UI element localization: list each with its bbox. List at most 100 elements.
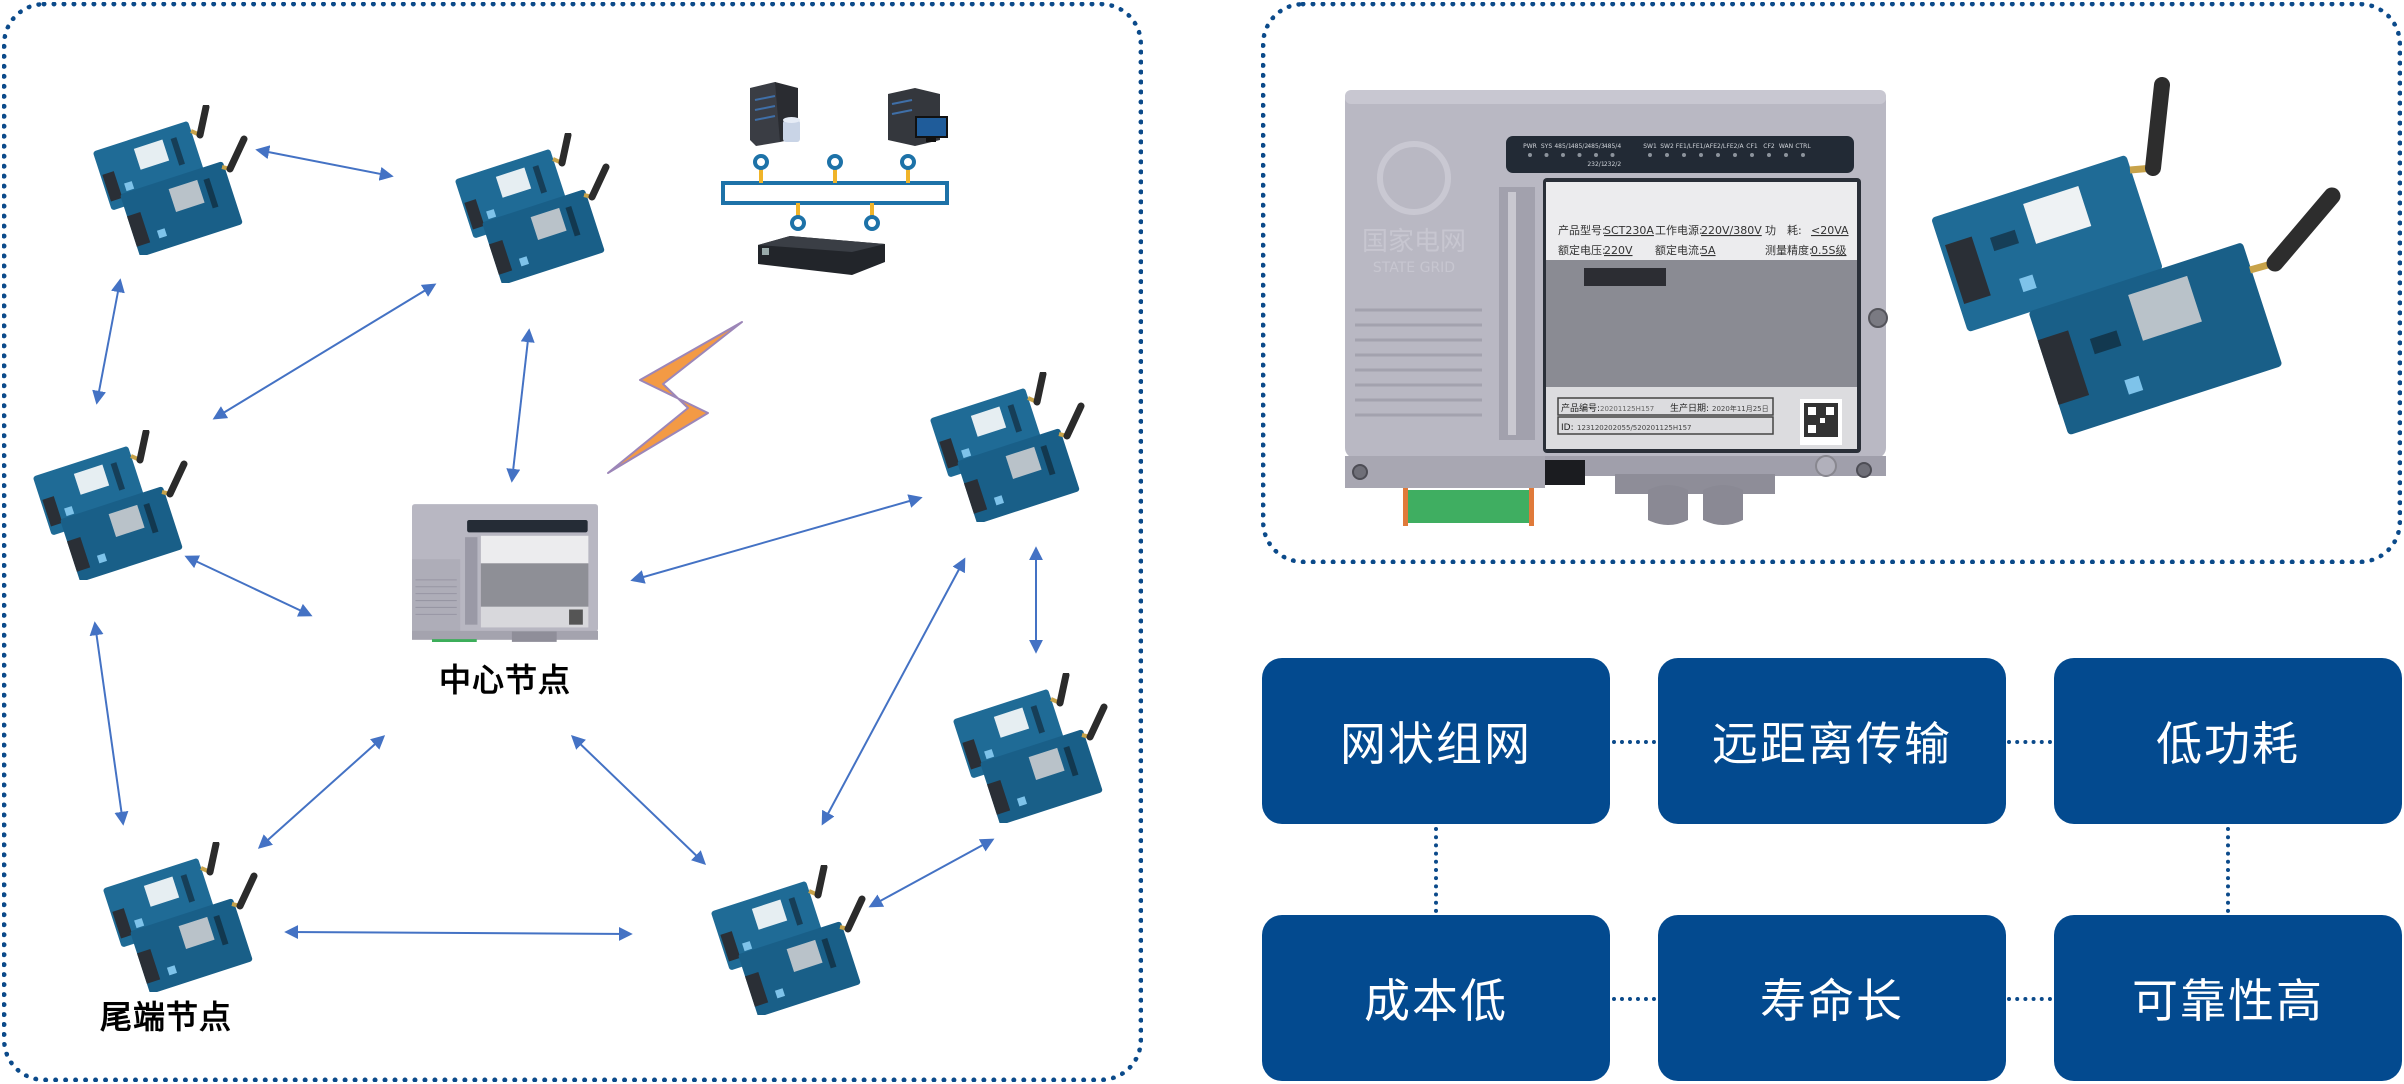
vent-grille [1355,308,1482,417]
led-sublabel: 232/1 [1587,161,1604,168]
database-server-icon [750,82,800,146]
glass-strip [1499,187,1535,440]
connector-4-5 [1612,997,1656,1001]
wireless-module-photo [1932,77,2341,435]
led-label: FE1/L [1676,143,1693,150]
led-label: 485/3 [1587,143,1604,150]
feature-long-lifespan[interactable]: 寿命长 [1658,915,2006,1081]
led-indicator-icon [1784,153,1788,157]
id-value: 123120202055/520201125H157 [1577,424,1692,432]
led-label: SYS [1541,143,1552,150]
spec-key: 测量精度: [1765,243,1813,257]
serial-value: 20201125H157 [1600,405,1654,413]
link-node-top-left-to-node-top-middle [255,145,394,181]
center-node-label: 中心节点 [438,661,572,699]
brand-logo-icon [1377,141,1451,215]
link-node-top-left-to-node-left-middle [92,278,125,405]
led-indicator-icon [1610,153,1615,157]
spec-key: 额定电压: [1558,243,1606,257]
led-label: FE2/A [1726,143,1744,150]
led-label: 485/2 [1571,143,1588,150]
connector-2-3 [2007,740,2052,744]
terminal-block [1403,488,1534,526]
brand-cn: 国家电网 [1362,227,1466,257]
feature-mesh-networking[interactable]: 网状组网 [1262,658,1610,824]
led-indicator-icon [1561,153,1565,157]
spec-key: 额定电流: [1655,243,1703,257]
lightning-link-icon [607,321,743,474]
feature-low-power[interactable]: 低功耗 [2054,658,2402,824]
gateway-box-icon [758,236,885,275]
feature-low-cost[interactable]: 成本低 [1262,915,1610,1081]
led-label: 485/1 [1554,143,1571,150]
led-indicator-icon [1665,153,1669,157]
din-rail-clip [1615,474,1775,525]
led-status-strip [1506,136,1854,173]
connector-3-6 [2226,827,2230,913]
led-indicator-icon [1767,153,1771,157]
brand-en: STATE GRID [1373,260,1455,276]
feature-high-reliability[interactable]: 可靠性高 [2054,915,2402,1081]
led-label: FE2/L [1710,143,1727,150]
led-label: CF2 [1763,143,1775,150]
link-node-top-middle-to-node-center [506,328,535,483]
link-node-left-middle-to-node-center [184,555,313,617]
led-indicator-icon [1544,153,1549,157]
date-label: 生产日期: [1670,402,1709,414]
led-indicator-icon [1801,153,1805,157]
led-indicator-icon [1733,153,1737,157]
spec-value: 5A [1701,244,1716,257]
link-node-right-middle-to-node-bottom-middle [868,838,995,908]
network-bus-icon [721,154,949,231]
led-label: FE1/A [1692,143,1710,150]
spec-label-panel [1546,182,1857,260]
link-node-bottom-left-to-node-bottom-middle [284,925,633,941]
spec-value: <20VA [1811,224,1849,237]
network-links [89,145,1043,941]
date-value: 2020年11月25日 [1712,404,1769,413]
device-photo-panel [1261,2,2402,564]
led-sublabel: 232/2 [1604,161,1621,168]
led-label: CTRL [1795,143,1811,150]
link-node-right-top-to-node-center [630,494,923,584]
qr-code-icon [1800,399,1842,445]
link-node-center-to-node-bottom-left [257,735,386,849]
spec-key: 产品型号: [1558,223,1606,237]
spec-value: 220V [1604,244,1633,257]
spec-key: 工作电源: [1655,223,1703,237]
feature-long-range-transmission[interactable]: 远距离传输 [1658,658,2006,824]
connector-5-6 [2007,997,2052,1001]
server-cluster [721,82,949,275]
led-label: SW1 [1643,143,1657,150]
led-indicator-icon [1648,153,1652,157]
link-node-top-middle-to-node-left-middle [212,283,437,420]
led-indicator-icon [1528,153,1532,157]
led-indicator-icon [1750,153,1754,157]
led-label: WAN [1779,143,1793,150]
spec-key: 功 耗: [1765,224,1802,237]
connector-1-2 [1612,740,1656,744]
spec-value: 220V/380V [1701,224,1762,237]
led-label: 485/4 [1604,143,1621,150]
led-indicator-icon [1716,153,1720,157]
link-node-right-top-to-node-bottom-middle [821,557,966,826]
monitor-server-icon [888,88,948,146]
spec-value: 0.5S级 [1811,244,1846,257]
led-label: SW2 [1660,143,1674,150]
link-node-center-to-node-bottom-middle [570,735,707,865]
tail-node-label: 尾端节点 [99,998,233,1036]
serial-label: 产品编号: [1561,402,1600,414]
led-label: CF1 [1746,143,1758,150]
led-indicator-icon [1682,153,1686,157]
spec-value: SCT230A [1604,224,1654,237]
link-node-left-middle-to-node-bottom-left [89,621,129,826]
led-label: PWR [1523,143,1537,150]
network-topology-panel [2,2,1143,1082]
led-indicator-icon [1699,153,1703,157]
id-label: ID: [1561,423,1574,433]
led-indicator-icon [1577,153,1582,157]
led-indicator-icon [1594,153,1598,157]
